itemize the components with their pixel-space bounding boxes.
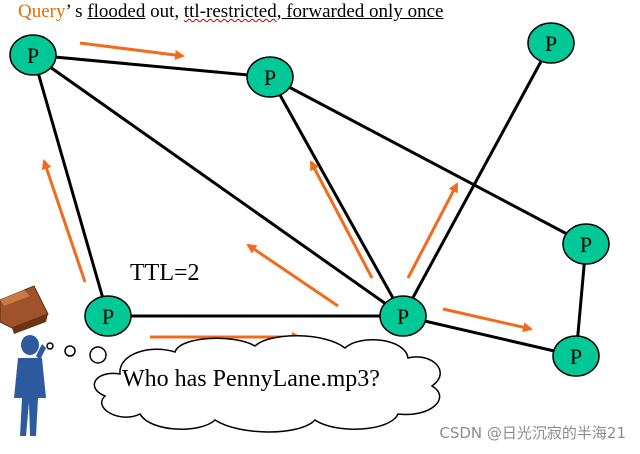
peer-label: P [27, 43, 39, 68]
query-cloud [46, 335, 441, 433]
edge-topleft-bottomcenter [32, 53, 404, 318]
arrow-center-up [309, 160, 374, 279]
caption-ttl-restricted: ttl-restricted [183, 1, 277, 22]
peer-bottom-center [379, 295, 427, 337]
peer-label: P [580, 232, 592, 257]
peers [9, 22, 610, 377]
peer-label: P [397, 304, 409, 329]
edge-topmiddle-bottomcenter [268, 76, 405, 317]
caption-flooded: flooded [87, 1, 146, 22]
edge-topleft-bottomleft [31, 54, 110, 317]
peer-bottom-left [84, 295, 132, 337]
watermark: CSDN @日光沉寂的半海21 [439, 424, 626, 442]
peer-top-left [9, 34, 57, 76]
ttl-label: TTL=2 [130, 260, 200, 286]
box-icon [0, 285, 49, 334]
caption-suffix: ’ s [65, 1, 88, 22]
caption-mid: out, [145, 1, 184, 22]
caption-forwarded: , forwarded only once [276, 1, 444, 22]
edge-topleft-topmiddle [32, 53, 271, 79]
edge-topmiddle-rightmiddle [269, 75, 587, 246]
arrow-center-upright [406, 182, 459, 279]
peer-label: P [264, 65, 276, 90]
peer-labels: P P P P P P P [27, 31, 592, 369]
arrow-left-up [41, 159, 87, 283]
person-icon [14, 335, 46, 436]
peer-right-middle [562, 223, 610, 265]
thought-dot-small [46, 342, 54, 350]
flood-arrows [41, 41, 533, 342]
caption-query-word: Query [18, 1, 66, 22]
peer-label: P [102, 304, 114, 329]
edge-bottomcenter-bottomright [402, 314, 577, 358]
edges [31, 42, 588, 358]
edge-topright-bottomcenter [401, 42, 553, 317]
peer-label: P [570, 344, 582, 369]
peer-top-right [527, 22, 575, 64]
thought-dot-medium [64, 345, 76, 357]
thought-dot-large [89, 346, 107, 364]
arrow-center-right [442, 307, 533, 333]
slide-caption: Query’ s flooded out, ttl-restricted, fo… [18, 1, 443, 23]
peer-bottom-right [552, 335, 600, 377]
query-text: Who has PennyLane.mp3? [122, 366, 380, 392]
peer-label: P [545, 31, 557, 56]
arrow-center-upleft [246, 243, 339, 308]
peer-top-middle [246, 56, 294, 98]
arrow-top [79, 41, 185, 60]
